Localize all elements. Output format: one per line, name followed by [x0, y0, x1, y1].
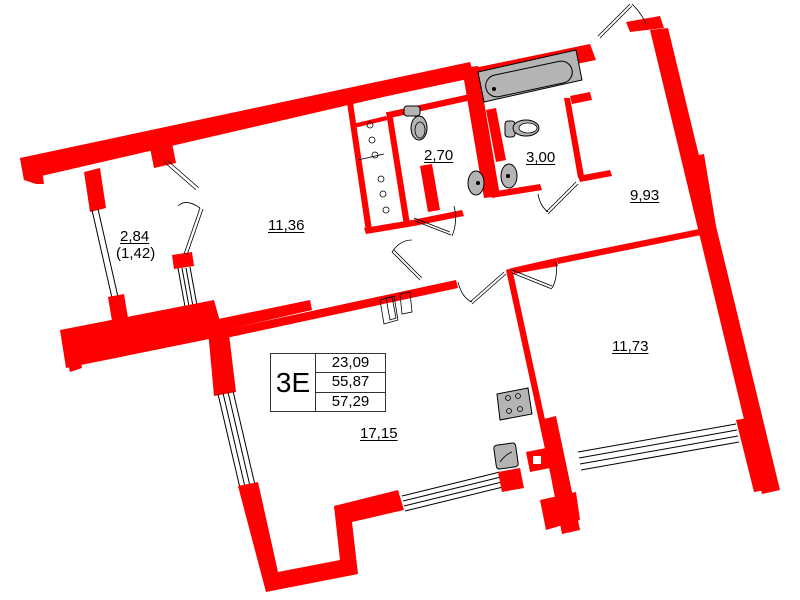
interior-wall-right-horizontal [556, 226, 716, 264]
bathroom-block-outer [346, 68, 482, 104]
area-label-hall: 9,93 [630, 187, 660, 204]
area-label-balcony: 2,84 [120, 228, 150, 245]
area-label-kitchen-living: 17,15 [360, 425, 398, 442]
exterior-wall-top-left-step [20, 155, 44, 184]
living-area-value: 23,09 [316, 354, 385, 374]
kitchen-sink-icon [493, 442, 519, 470]
exterior-wall-top [20, 62, 474, 180]
bathtub-icon [477, 49, 583, 103]
shoe-rack-icon [379, 291, 413, 325]
total-area-value: 55,87 [316, 373, 385, 393]
total-area-with-balcony-value: 57,29 [331, 392, 370, 410]
area-sub-label-balcony: (1,42) [116, 245, 156, 262]
toilet-icon [403, 105, 428, 141]
toilet-icon [504, 119, 540, 138]
stove-icon [496, 387, 533, 421]
balcony-wall-left [84, 168, 106, 212]
interior-wall-middle-left [60, 300, 224, 368]
exterior-wall-bottom-left [238, 482, 404, 592]
area-label-room-top-left: 11,36 [268, 217, 305, 234]
apartment-info-box: 3E 23,09 55,87 57,29 [270, 353, 386, 412]
exterior-wall-right [650, 28, 780, 494]
area-label-bathroom-1: 2,70 [424, 147, 454, 164]
sink-icon [467, 170, 485, 196]
bathroom-partition [462, 66, 500, 198]
apartment-summary-areas: 23,09 55,87 57,29 [316, 354, 385, 411]
sink-icon [500, 163, 518, 189]
area-label-room-bottom-right: 11,73 [612, 338, 649, 355]
apartment-code: 3E [271, 354, 316, 411]
area-label-bathroom-2: 3,00 [526, 149, 556, 166]
